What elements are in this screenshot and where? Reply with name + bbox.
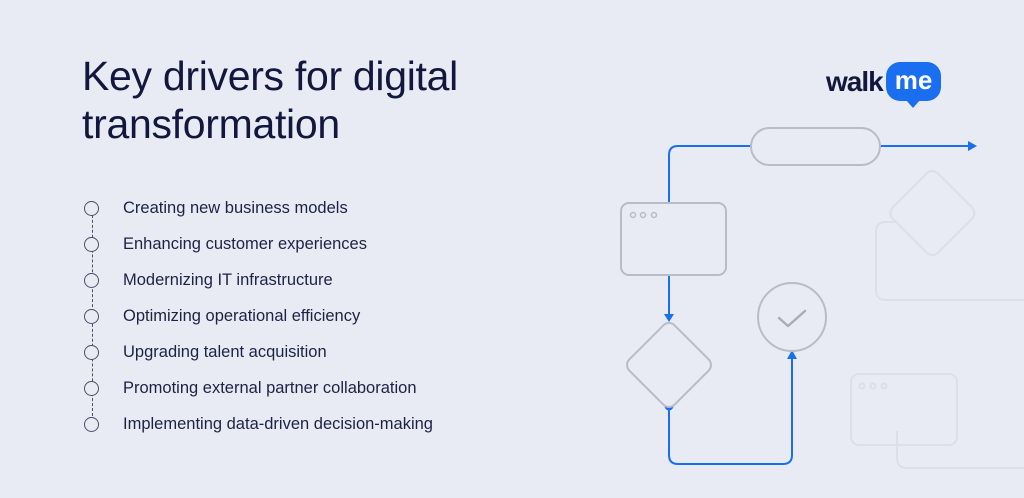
driver-label: Enhancing customer experiences [123,234,367,253]
connector-window-to-pill [668,145,751,203]
list-item: Optimizing operational efficiency [84,298,433,334]
list-item: Promoting external partner collaboration [84,370,433,406]
list-item: Creating new business models [84,190,433,226]
faint-dot [880,382,888,390]
driver-label: Promoting external partner collaboration [123,378,417,397]
page-title: Key drivers for digital transformation [82,52,458,148]
arrow-up-icon [787,350,797,359]
circle-bullet-icon [84,308,99,324]
title-line-1: Key drivers for digital [82,53,458,99]
circle-bullet-icon [84,236,99,252]
logo-walk-text: walk [826,65,884,97]
faint-dot [858,382,866,390]
list-item: Implementing data-driven decision-making [84,406,433,442]
walkme-logo: walk me [826,62,942,101]
circle-bullet-icon [84,416,99,432]
driver-label: Implementing data-driven decision-making [123,414,433,433]
decision-diamond-icon [626,322,712,408]
logo-me-bubble: me [885,62,942,101]
window-dots [629,211,658,219]
driver-label: Modernizing IT infrastructure [123,270,333,289]
faint-dot [869,382,877,390]
circle-bullet-icon [84,272,99,288]
list-item: Modernizing IT infrastructure [84,262,433,298]
circle-bullet-icon [84,200,99,216]
faint-diamond-icon [889,170,976,257]
title-line-2: transformation [82,101,340,147]
check-circle [757,282,827,352]
driver-label: Optimizing operational efficiency [123,306,361,325]
window-icon [620,202,727,276]
faint-decorative-shapes [850,170,1024,469]
blue-connectors [668,145,968,465]
circle-bullet-icon [84,344,99,360]
faint-connector [875,221,1024,301]
list-item: Enhancing customer experiences [84,226,433,262]
drivers-list: Creating new business models Enhancing c… [84,190,433,442]
pill-shape [750,127,881,166]
driver-label: Creating new business models [123,198,348,217]
driver-label: Upgrading talent acquisition [123,342,327,361]
list-item: Upgrading talent acquisition [84,334,433,370]
flow-shapes [620,127,881,408]
arrow-right-icon [968,141,977,151]
arrow-down-icon [664,314,674,322]
connector-diamond-to-check [668,358,793,465]
checkmark-icon [777,309,807,328]
faint-connector [896,431,1024,469]
circle-bullet-icon [84,380,99,396]
faint-window-icon [850,373,958,446]
